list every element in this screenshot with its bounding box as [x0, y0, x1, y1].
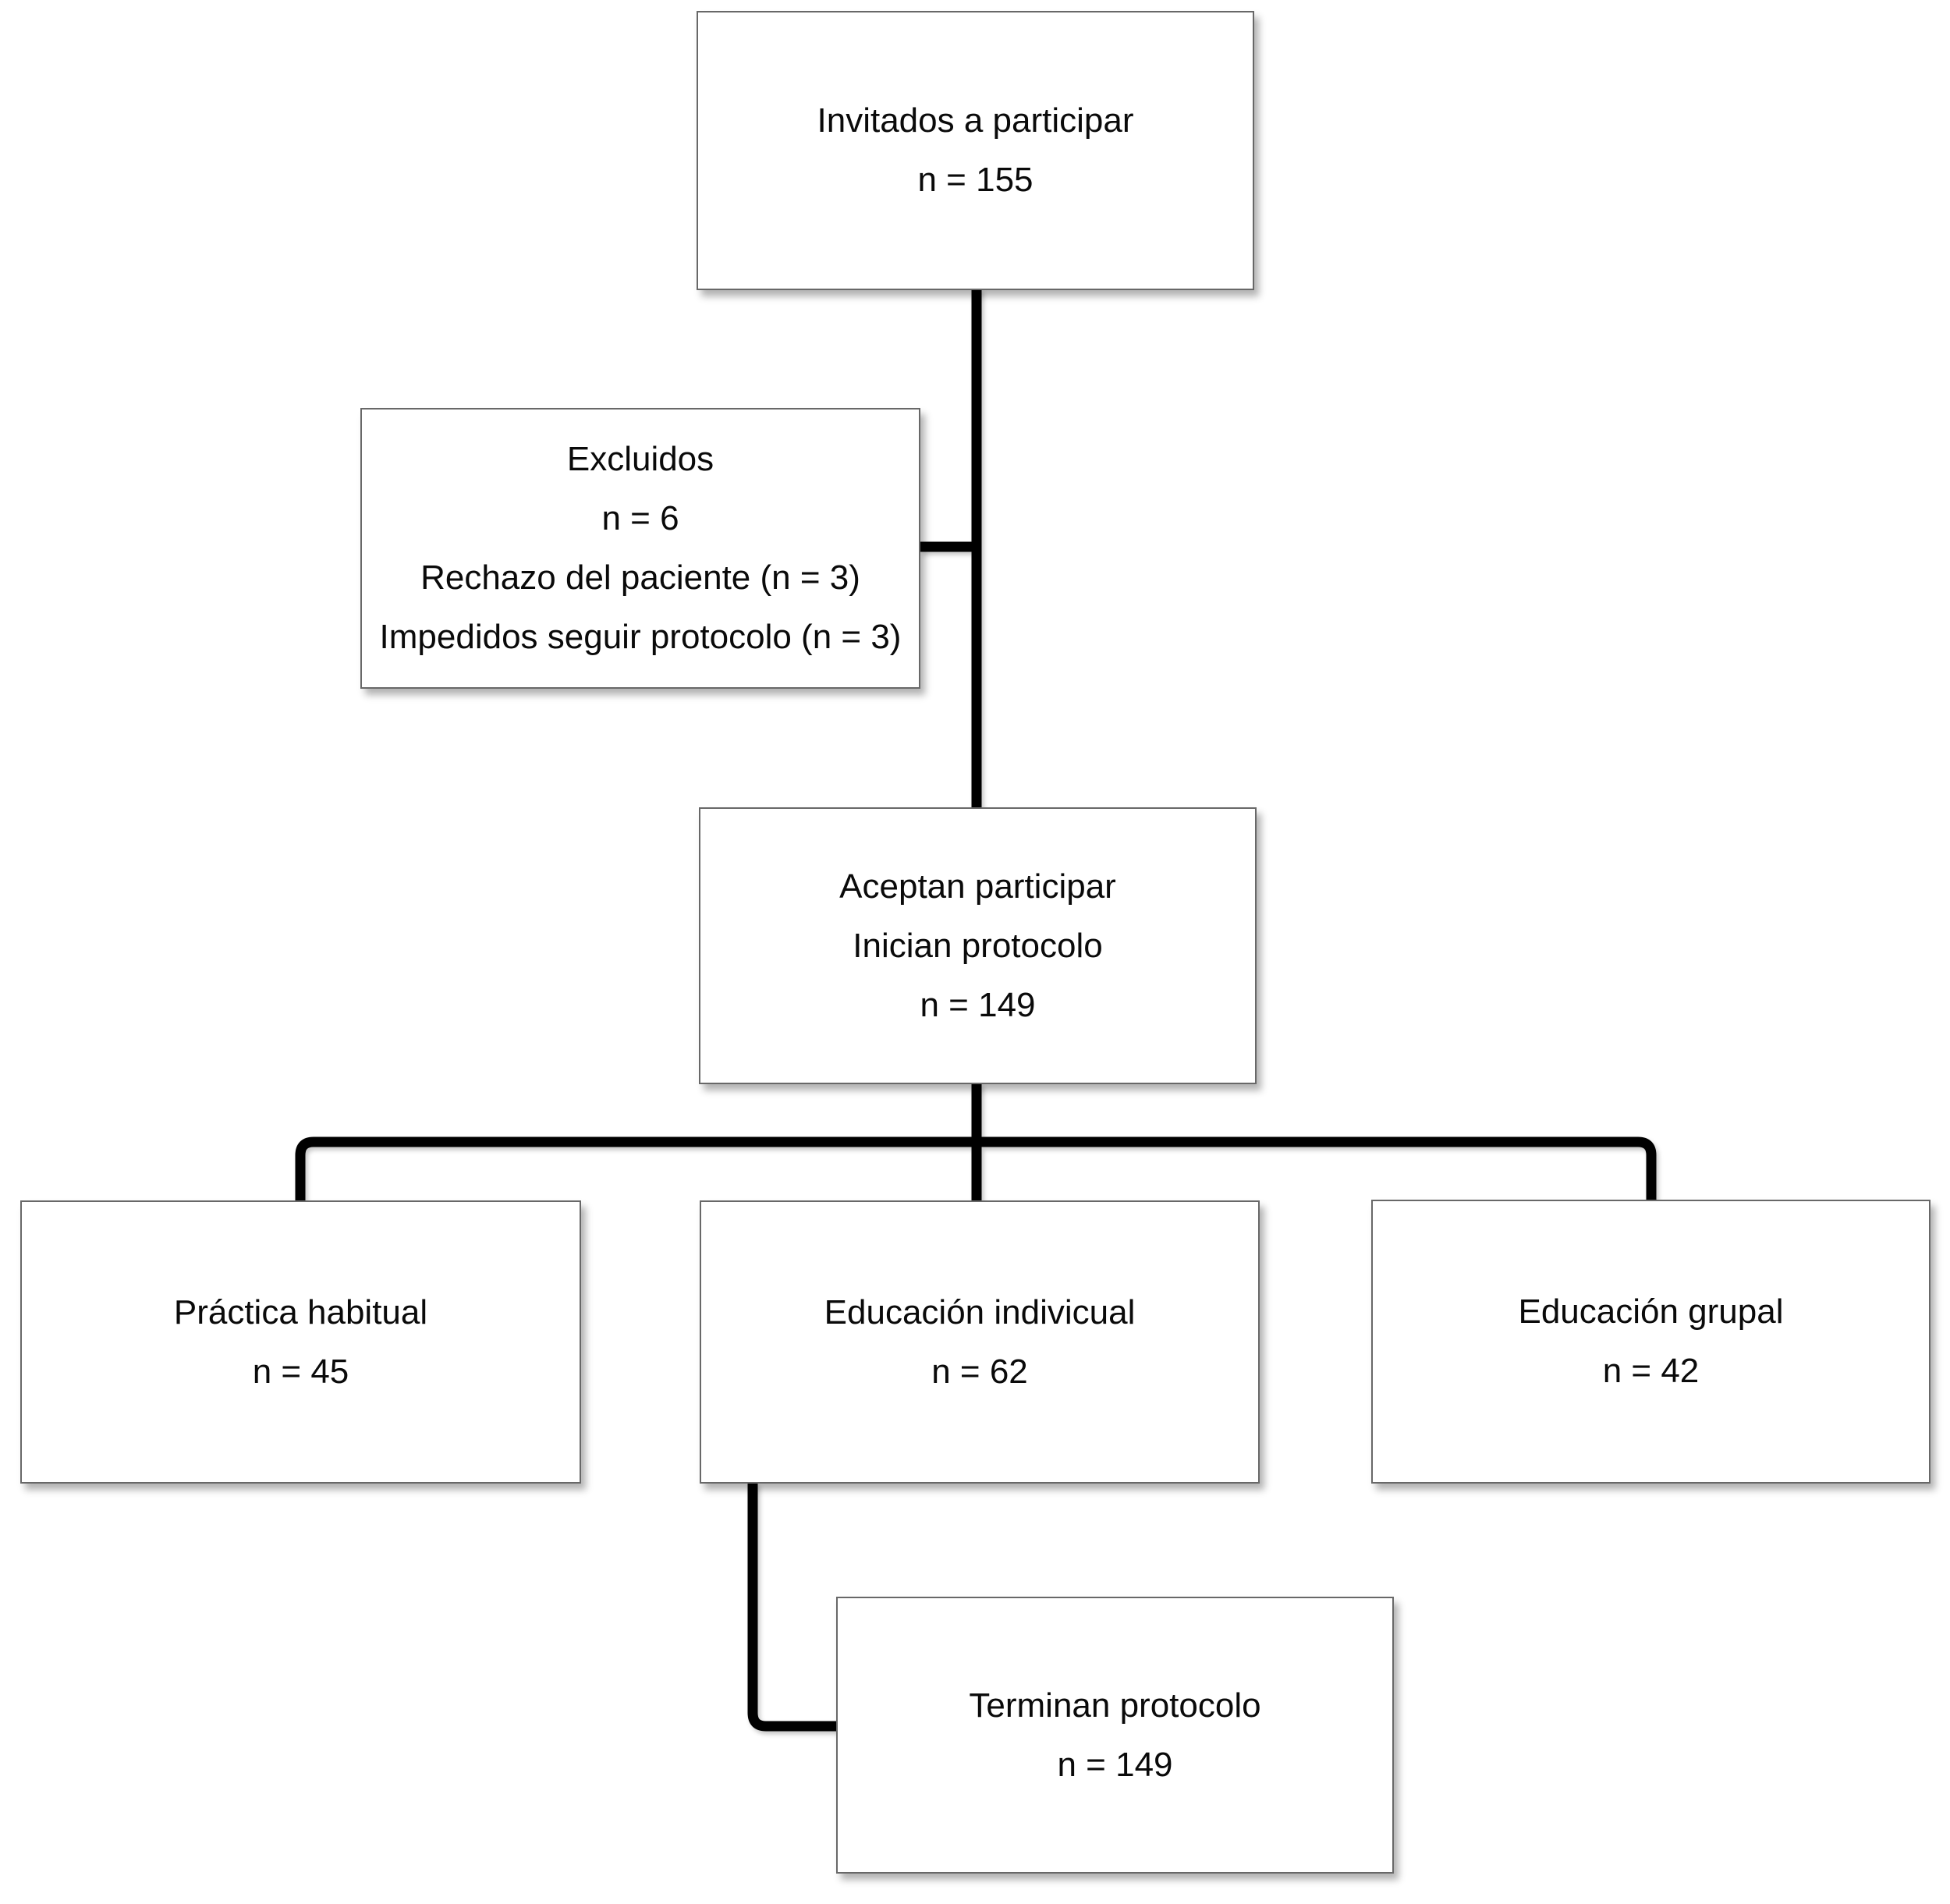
connector-individual-to-terminan: [747, 1483, 838, 1732]
node-count: n = 42: [1602, 1352, 1700, 1390]
node-count: n = 45: [252, 1352, 349, 1391]
node-count: n = 155: [917, 161, 1034, 199]
node-count: n = 149: [1057, 1745, 1173, 1784]
node-reason-rechazo: Rechazo del paciente (n = 3): [420, 558, 860, 597]
connector-groups-branch: [295, 1136, 1657, 1201]
node-label: Excluidos: [566, 440, 714, 478]
node-label: Aceptan participar: [839, 867, 1116, 906]
node-label: Terminan protocolo: [969, 1686, 1261, 1725]
node-label: Práctica habitual: [173, 1292, 428, 1331]
node-educacion-individual: Educación indivicual n = 62: [700, 1200, 1260, 1484]
node-reason-impedidos: Impedidos seguir protocolo (n = 3): [379, 618, 902, 656]
node-educacion-grupal: Educación grupal n = 42: [1371, 1200, 1930, 1484]
node-count: n = 149: [920, 985, 1036, 1024]
node-count: n = 6: [601, 499, 679, 537]
node-sublabel: Inician protocolo: [853, 926, 1103, 965]
node-label: Educación grupal: [1518, 1292, 1784, 1331]
node-count: n = 62: [931, 1352, 1028, 1391]
node-aceptan-participar: Aceptan participar Inician protocolo n =…: [699, 807, 1257, 1084]
node-invitados-a-participar: Invitados a participar n = 155: [697, 11, 1254, 290]
node-terminan-protocolo: Terminan protocolo n = 149: [836, 1597, 1394, 1874]
node-label: Educación indivicual: [824, 1292, 1136, 1331]
node-practica-habitual: Práctica habitual n = 45: [20, 1200, 581, 1484]
node-excluidos: Excluidos n = 6 Rechazo del paciente (n …: [360, 408, 920, 689]
node-label: Invitados a participar: [817, 101, 1134, 140]
